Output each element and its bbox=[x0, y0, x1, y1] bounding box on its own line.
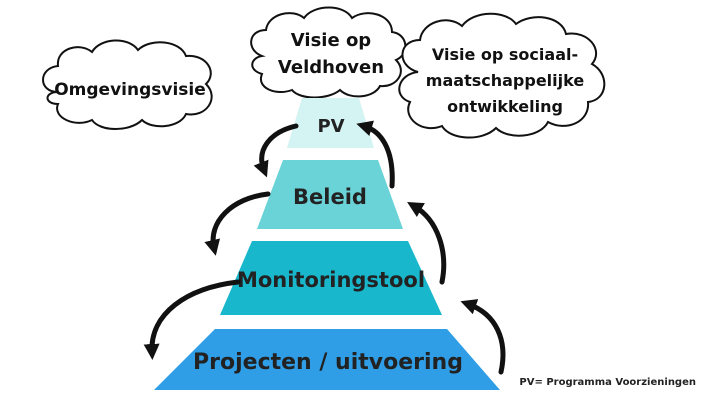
arrow-down-left-3 bbox=[143, 279, 241, 360]
cloud-visie-veldhoven-line2: Veldhoven bbox=[278, 57, 384, 78]
cloud-visie-sociaal-line1: Visie op sociaal- bbox=[432, 45, 578, 64]
cloud-visie-veldhoven-line1: Visie op bbox=[291, 30, 372, 51]
pyramid-tier-monitoringstool bbox=[220, 241, 442, 315]
cloud-visie-veldhoven: Visie op Veldhoven bbox=[250, 6, 407, 99]
footnote: PV= Programma Voorzieningen bbox=[519, 377, 696, 388]
pyramid-tier-beleid-label: Beleid bbox=[293, 185, 367, 209]
cloud-omgevingsvisie: Omgevingsvisie bbox=[42, 39, 213, 130]
pyramid-tier-projecten bbox=[154, 329, 500, 390]
cloud-visie-sociaal: Visie op sociaal- maatschappelijke ontwi… bbox=[398, 12, 606, 139]
pyramid: PV Beleid Monitoringstool Projecten / ui… bbox=[154, 98, 500, 390]
pyramid-tier-monitoringstool-label: Monitoringstool bbox=[237, 268, 425, 292]
cloud-visie-sociaal-line2: maatschappelijke bbox=[426, 71, 585, 90]
cloud-visie-sociaal-line3: ontwikkeling bbox=[447, 97, 563, 116]
pyramid-tier-projecten-label: Projecten / uitvoering bbox=[193, 350, 463, 375]
arrow-down-left-1 bbox=[253, 123, 299, 178]
arrow-down-left-2 bbox=[204, 191, 271, 256]
arrow-up-right-3 bbox=[356, 120, 395, 189]
pyramid-tier-beleid bbox=[257, 160, 403, 229]
arrow-up-right-2 bbox=[407, 201, 447, 285]
arrow-up-right-1 bbox=[460, 299, 506, 375]
pyramid-tier-pv-label: PV bbox=[317, 116, 344, 137]
pyramid-tier-pv bbox=[287, 98, 374, 148]
cloud-omgevingsvisie-label: Omgevingsvisie bbox=[54, 80, 206, 100]
